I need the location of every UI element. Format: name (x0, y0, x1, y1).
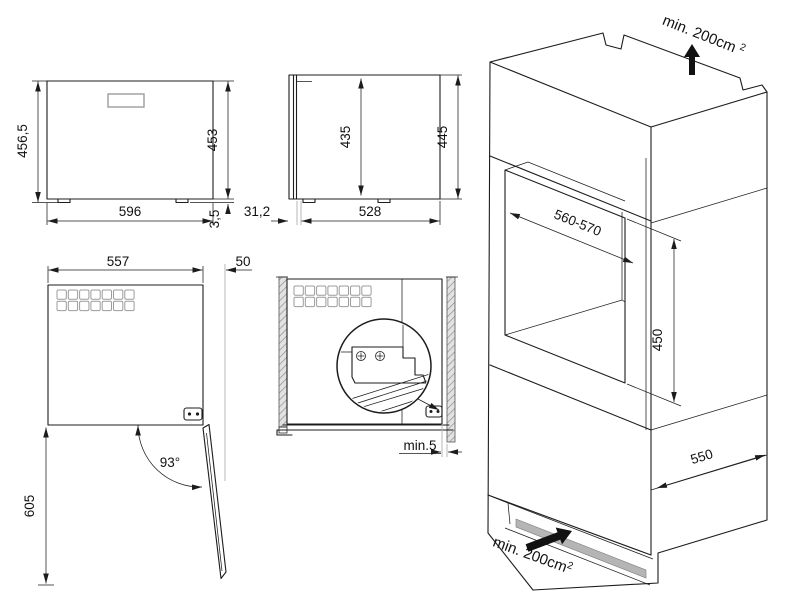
dimension-label: 453 (205, 129, 220, 152)
cabinet-outline (487, 32, 768, 591)
vent-label-sup: 2 (738, 42, 748, 54)
door-edge-detail (338, 373, 430, 412)
vent-grid-cell (338, 296, 350, 308)
plinth-recess (487, 494, 654, 560)
dimension-label: 93° (160, 455, 180, 470)
dimension-label: 560-570 (552, 207, 604, 239)
cabinet-wall-right (446, 276, 456, 443)
dimension-label: 550 (689, 446, 715, 467)
screw-head (356, 351, 366, 361)
vent-grid-cell (327, 285, 338, 296)
side-view: 435 445 528 31,2 (244, 74, 462, 225)
vent-grid-cell (90, 289, 101, 300)
vent-grid-cell (361, 296, 372, 308)
dimension-label: 450 (650, 329, 665, 352)
hinge-bracket (183, 407, 203, 421)
dimension-label: 596 (119, 204, 142, 219)
vent-grid-cell (67, 289, 79, 300)
vent-grid-cell (316, 296, 327, 308)
side-panel-joints (650, 187, 768, 491)
front-edge (276, 424, 454, 436)
vent-grid-cell (124, 300, 135, 312)
cabinet-wall-left (278, 276, 288, 428)
dimension-label: 435 (338, 126, 353, 149)
bracket-screw (429, 410, 433, 413)
vent-grid-cell (316, 285, 327, 296)
detail-circle (336, 318, 432, 414)
vent-slot (515, 518, 647, 579)
vent-grid-cell (90, 300, 101, 312)
dimension-label: 3,5 (207, 210, 222, 229)
feet (57, 198, 189, 204)
vent-grid-cell (124, 289, 135, 300)
appliance-plan-outline (286, 278, 443, 425)
screw-head (375, 351, 385, 361)
hinge-screw (187, 412, 192, 416)
display-panel (107, 93, 145, 108)
vent-grid-cell (79, 300, 90, 312)
dimension-label: 456,5 (15, 124, 30, 158)
vent-grid-cell (304, 285, 316, 296)
vent-grid-cell (67, 300, 79, 312)
dimension-label: 557 (107, 254, 130, 269)
vent-grid-cell (113, 289, 124, 300)
vent-label-text: min. 200cm (660, 12, 738, 56)
door-edge-lines (292, 74, 298, 200)
vent-grid-cell (327, 296, 338, 308)
dimension-label: 605 (22, 495, 37, 518)
mounting-bracket (351, 346, 427, 384)
vent-grid-cell (350, 285, 361, 296)
dim-depth (656, 454, 766, 489)
dimension-label: 31,2 (244, 204, 270, 219)
vent-grid (56, 289, 135, 312)
bracket-screw (436, 410, 440, 413)
dimension-label: 50 (235, 254, 250, 269)
detail-pointer-arrow (417, 398, 440, 411)
vent-grid-cell (361, 285, 372, 296)
vent-grid (293, 285, 372, 308)
vent-grid-cell (293, 285, 304, 296)
vent-grid-cell (79, 289, 90, 300)
dimension-label: 445 (435, 126, 450, 149)
open-door (202, 423, 227, 580)
vent-grid-cell (56, 289, 67, 300)
airflow-arrow-top (684, 44, 700, 75)
niche-opening (504, 169, 626, 384)
plan-open-door-view: 93° 557 50 605 (22, 254, 252, 586)
front-view: 456,5 453 3,5 596 (15, 80, 234, 229)
airflow-arrow-bottom (525, 527, 572, 552)
appliance-plan-outline (47, 284, 204, 426)
vent-grid-cell (56, 300, 67, 312)
vent-grid-cell (101, 300, 112, 312)
appliance-side-outline (288, 74, 441, 200)
cabinet-isometric-view: 560-570 450 550 min. 200cm2 min. 200cm2 (487, 12, 768, 591)
dimension-label: min.5 (403, 438, 436, 453)
vent-label-sup: 2 (565, 560, 574, 572)
dimension-label: 528 (359, 204, 382, 219)
vent-grid-cell (338, 285, 350, 296)
dim-niche-width (509, 212, 634, 264)
niche-interior-lines (504, 161, 626, 336)
feet (302, 198, 391, 204)
vent-grid-cell (304, 296, 316, 308)
vent-grid-cell (293, 296, 304, 308)
door-swing-arc (135, 425, 203, 491)
top-face-edges (489, 61, 768, 128)
vent-grid-cell (350, 296, 361, 308)
vent-grid-cell (113, 300, 124, 312)
vent-grid-cell (101, 289, 112, 300)
appliance-front-outline (46, 80, 214, 200)
plan-install-view: min.5 (276, 276, 462, 457)
hinge-screw (195, 412, 200, 416)
front-panel-joints (487, 155, 652, 556)
